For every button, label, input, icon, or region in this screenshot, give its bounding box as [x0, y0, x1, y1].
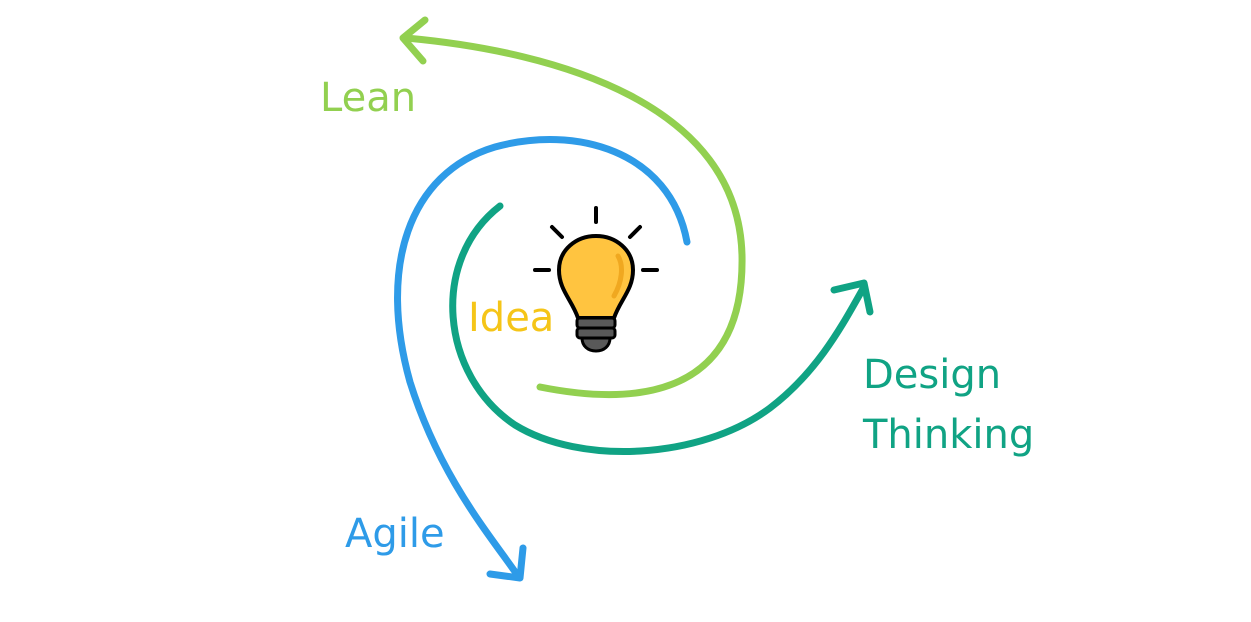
- idea-label: Idea: [468, 295, 555, 341]
- lean-arrowhead: [399, 16, 429, 65]
- lean-arrow: [399, 16, 746, 398]
- design-thinking-label-line1: Design: [863, 352, 1002, 398]
- design-thinking-arrow: [449, 202, 874, 455]
- design-thinking-label: Design Thinking: [863, 345, 1034, 465]
- lean-label: Lean: [320, 75, 417, 121]
- lean-arrow-path: [402, 34, 746, 398]
- agile-arrow-path: [394, 136, 691, 580]
- design-thinking-arrowhead: [830, 279, 874, 316]
- lightbulb-icon: [533, 206, 659, 353]
- agile-arrow: [394, 136, 691, 582]
- agile-arrowhead: [486, 544, 527, 582]
- design-thinking-arrow-path: [449, 202, 868, 455]
- design-thinking-label-line2: Thinking: [863, 412, 1035, 458]
- agile-label: Agile: [345, 511, 445, 557]
